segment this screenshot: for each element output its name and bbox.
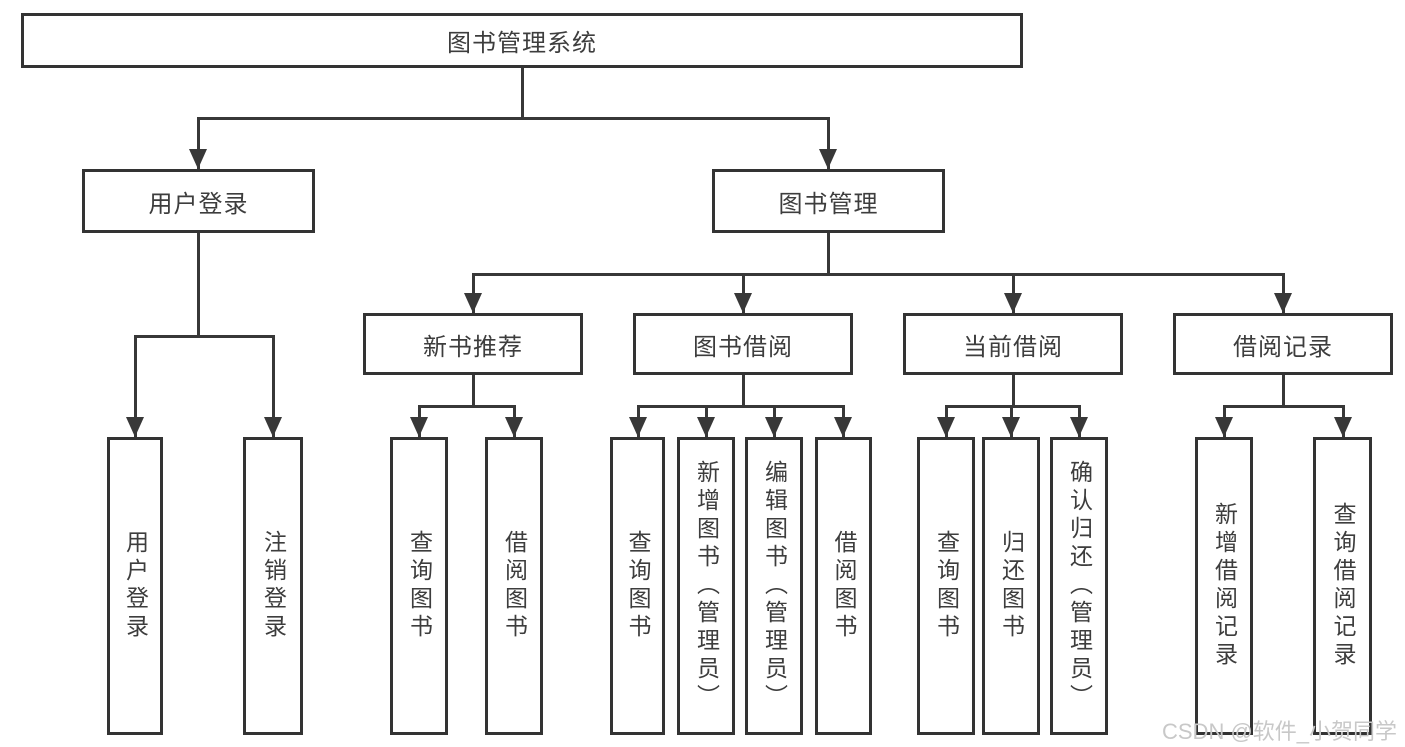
arrow-down-icon	[734, 293, 752, 313]
arrow-down-icon	[697, 417, 715, 437]
connector-stem	[827, 117, 830, 169]
connector-bar	[472, 273, 1285, 276]
connector-stem	[827, 233, 830, 273]
connector-bar	[134, 335, 275, 338]
leaf-borrow-books-recommend: 借阅图书	[485, 437, 543, 735]
leaf-edit-book-admin-label: 编辑图书（管理员）	[761, 460, 788, 712]
connector-stem	[272, 335, 275, 437]
arrow-down-icon	[410, 417, 428, 437]
leaf-add-borrow-record: 新增借阅记录	[1195, 437, 1253, 735]
arrow-down-icon	[1274, 293, 1292, 313]
leaf-query-borrow-record-label: 查询借阅记录	[1330, 502, 1356, 670]
arrow-down-icon	[126, 417, 144, 437]
leaf-add-borrow-record-label: 新增借阅记录	[1211, 502, 1238, 670]
node-root: 图书管理系统	[21, 13, 1023, 68]
leaf-query-borrow-record: 查询借阅记录	[1313, 437, 1372, 735]
node-borrowing-records: 借阅记录	[1173, 313, 1393, 375]
leaf-return-book: 归还图书	[982, 437, 1040, 735]
arrow-down-icon	[1002, 417, 1020, 437]
arrow-down-icon	[505, 417, 523, 437]
leaf-borrow-books-borrowing: 借阅图书	[815, 437, 872, 735]
leaf-borrow-books-recommend-label: 借阅图书	[501, 530, 528, 642]
leaf-add-book-admin-label: 新增图书（管理员）	[693, 460, 720, 712]
node-new-book-recommend: 新书推荐	[363, 313, 583, 375]
arrow-down-icon	[834, 417, 852, 437]
leaf-query-books-current-label: 查询图书	[933, 530, 960, 642]
arrow-down-icon	[1334, 417, 1352, 437]
node-book-borrowing-label: 图书借阅	[693, 333, 793, 361]
connector-stem	[1282, 375, 1285, 405]
leaf-logout-label: 注销登录	[260, 530, 287, 642]
connector-stem	[134, 335, 137, 437]
csdn-watermark: CSDN @软件_小贺同学	[1162, 719, 1398, 744]
node-current-borrowing: 当前借阅	[903, 313, 1123, 375]
arrow-down-icon	[1215, 417, 1233, 437]
leaf-query-books-borrowing: 查询图书	[610, 437, 665, 735]
arrow-down-icon	[1004, 293, 1022, 313]
leaf-query-books-recommend-label: 查询图书	[406, 530, 433, 642]
connector-bar	[637, 405, 845, 408]
arrow-down-icon	[1070, 417, 1088, 437]
connector-stem	[197, 117, 200, 169]
connector-root-stem	[521, 68, 524, 117]
leaf-user-login-label: 用户登录	[122, 530, 149, 642]
connector-bar	[1223, 405, 1345, 408]
node-borrowing-records-label: 借阅记录	[1233, 333, 1333, 361]
leaf-user-login: 用户登录	[107, 437, 163, 735]
connector-root-bar	[197, 117, 830, 120]
node-current-borrowing-label: 当前借阅	[963, 333, 1063, 361]
leaf-logout: 注销登录	[243, 437, 303, 735]
node-book-management: 图书管理	[712, 169, 945, 233]
leaf-edit-book-admin: 编辑图书（管理员）	[745, 437, 803, 735]
connector-stem	[1012, 375, 1015, 405]
node-user-login: 用户登录	[82, 169, 315, 233]
node-book-borrowing: 图书借阅	[633, 313, 853, 375]
arrow-down-icon	[819, 149, 837, 169]
arrow-down-icon	[765, 417, 783, 437]
arrow-down-icon	[937, 417, 955, 437]
node-root-label: 图书管理系统	[447, 30, 597, 57]
connector-bar	[418, 405, 516, 408]
leaf-query-books-borrowing-label: 查询图书	[625, 530, 651, 642]
arrow-down-icon	[464, 293, 482, 313]
arrow-down-icon	[629, 417, 647, 437]
connector-stem	[742, 375, 745, 405]
leaf-add-book-admin: 新增图书（管理员）	[677, 437, 735, 735]
arrow-down-icon	[264, 417, 282, 437]
leaf-confirm-return-admin: 确认归还（管理员）	[1050, 437, 1108, 735]
leaf-query-books-current: 查询图书	[917, 437, 975, 735]
node-user-login-label: 用户登录	[148, 190, 249, 218]
leaf-query-books-recommend: 查询图书	[390, 437, 448, 735]
connector-bar	[945, 405, 1081, 408]
node-new-book-recommend-label: 新书推荐	[423, 333, 523, 361]
connector-stem	[197, 233, 200, 335]
leaf-return-book-label: 归还图书	[998, 530, 1025, 642]
node-book-management-label: 图书管理	[778, 190, 879, 218]
leaf-borrow-books-borrowing-label: 借阅图书	[831, 530, 857, 642]
connector-stem	[472, 375, 475, 405]
leaf-confirm-return-admin-label: 确认归还（管理员）	[1066, 460, 1093, 712]
arrow-down-icon	[189, 149, 207, 169]
